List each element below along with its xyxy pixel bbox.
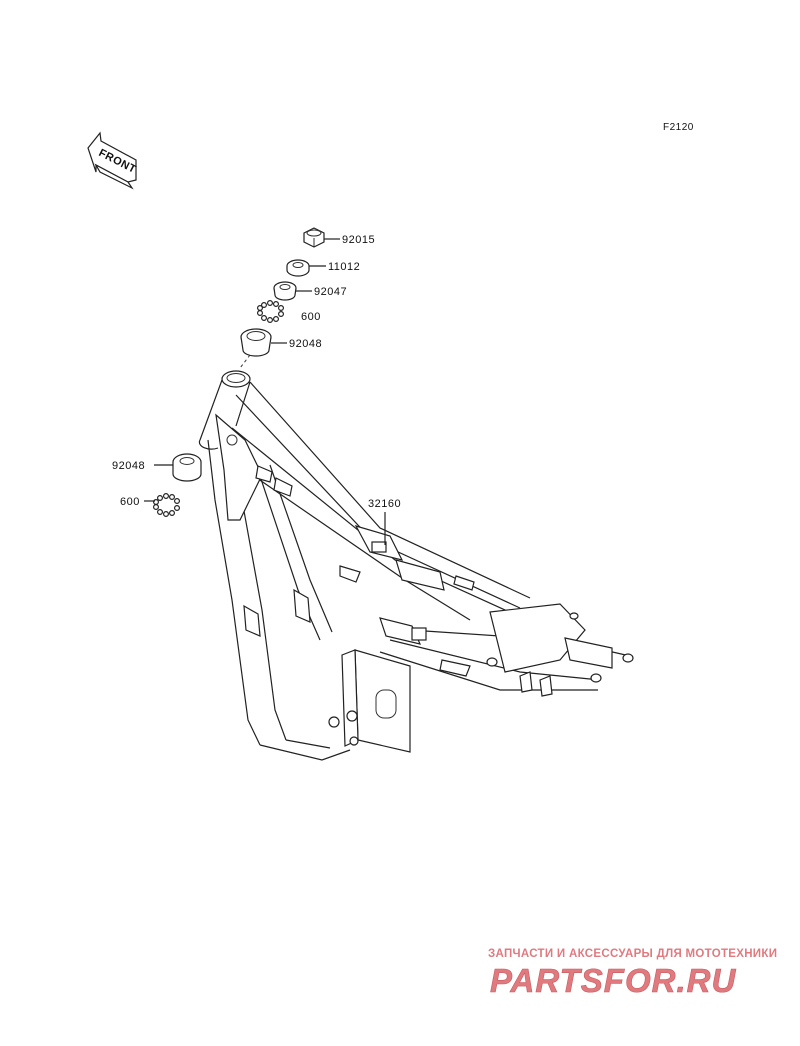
callout-92048-top: 92048	[289, 338, 322, 350]
race-top	[240, 328, 272, 357]
svg-text:PARTSFOR.RU: PARTSFOR.RU	[490, 962, 736, 999]
front-arrow-icon: FRONT	[87, 131, 138, 190]
callout-600-top: 600	[301, 311, 321, 323]
callout-600-bottom: 600	[120, 496, 140, 508]
callout-92015: 92015	[342, 234, 375, 246]
race-bottom	[172, 453, 202, 482]
steering-nut	[303, 227, 325, 248]
callout-11012: 11012	[328, 261, 360, 273]
frame-body	[198, 370, 634, 761]
assembly-centerline	[239, 354, 251, 369]
watermark-logo: PARTSFOR.RU	[490, 962, 736, 999]
figure-code: F2120	[663, 122, 694, 133]
race-cover	[273, 281, 297, 301]
steel-balls-top	[257, 300, 285, 324]
steel-balls-bottom	[153, 493, 181, 518]
callout-92047: 92047	[314, 286, 347, 298]
callout-32160: 32160	[368, 498, 401, 510]
watermark-tagline: ЗАПЧАСТИ И АКСЕССУАРЫ ДЛЯ МОТОТЕХНИКИ	[488, 948, 778, 960]
callout-92048-bottom: 92048	[112, 460, 145, 472]
stem-washer	[286, 259, 310, 277]
